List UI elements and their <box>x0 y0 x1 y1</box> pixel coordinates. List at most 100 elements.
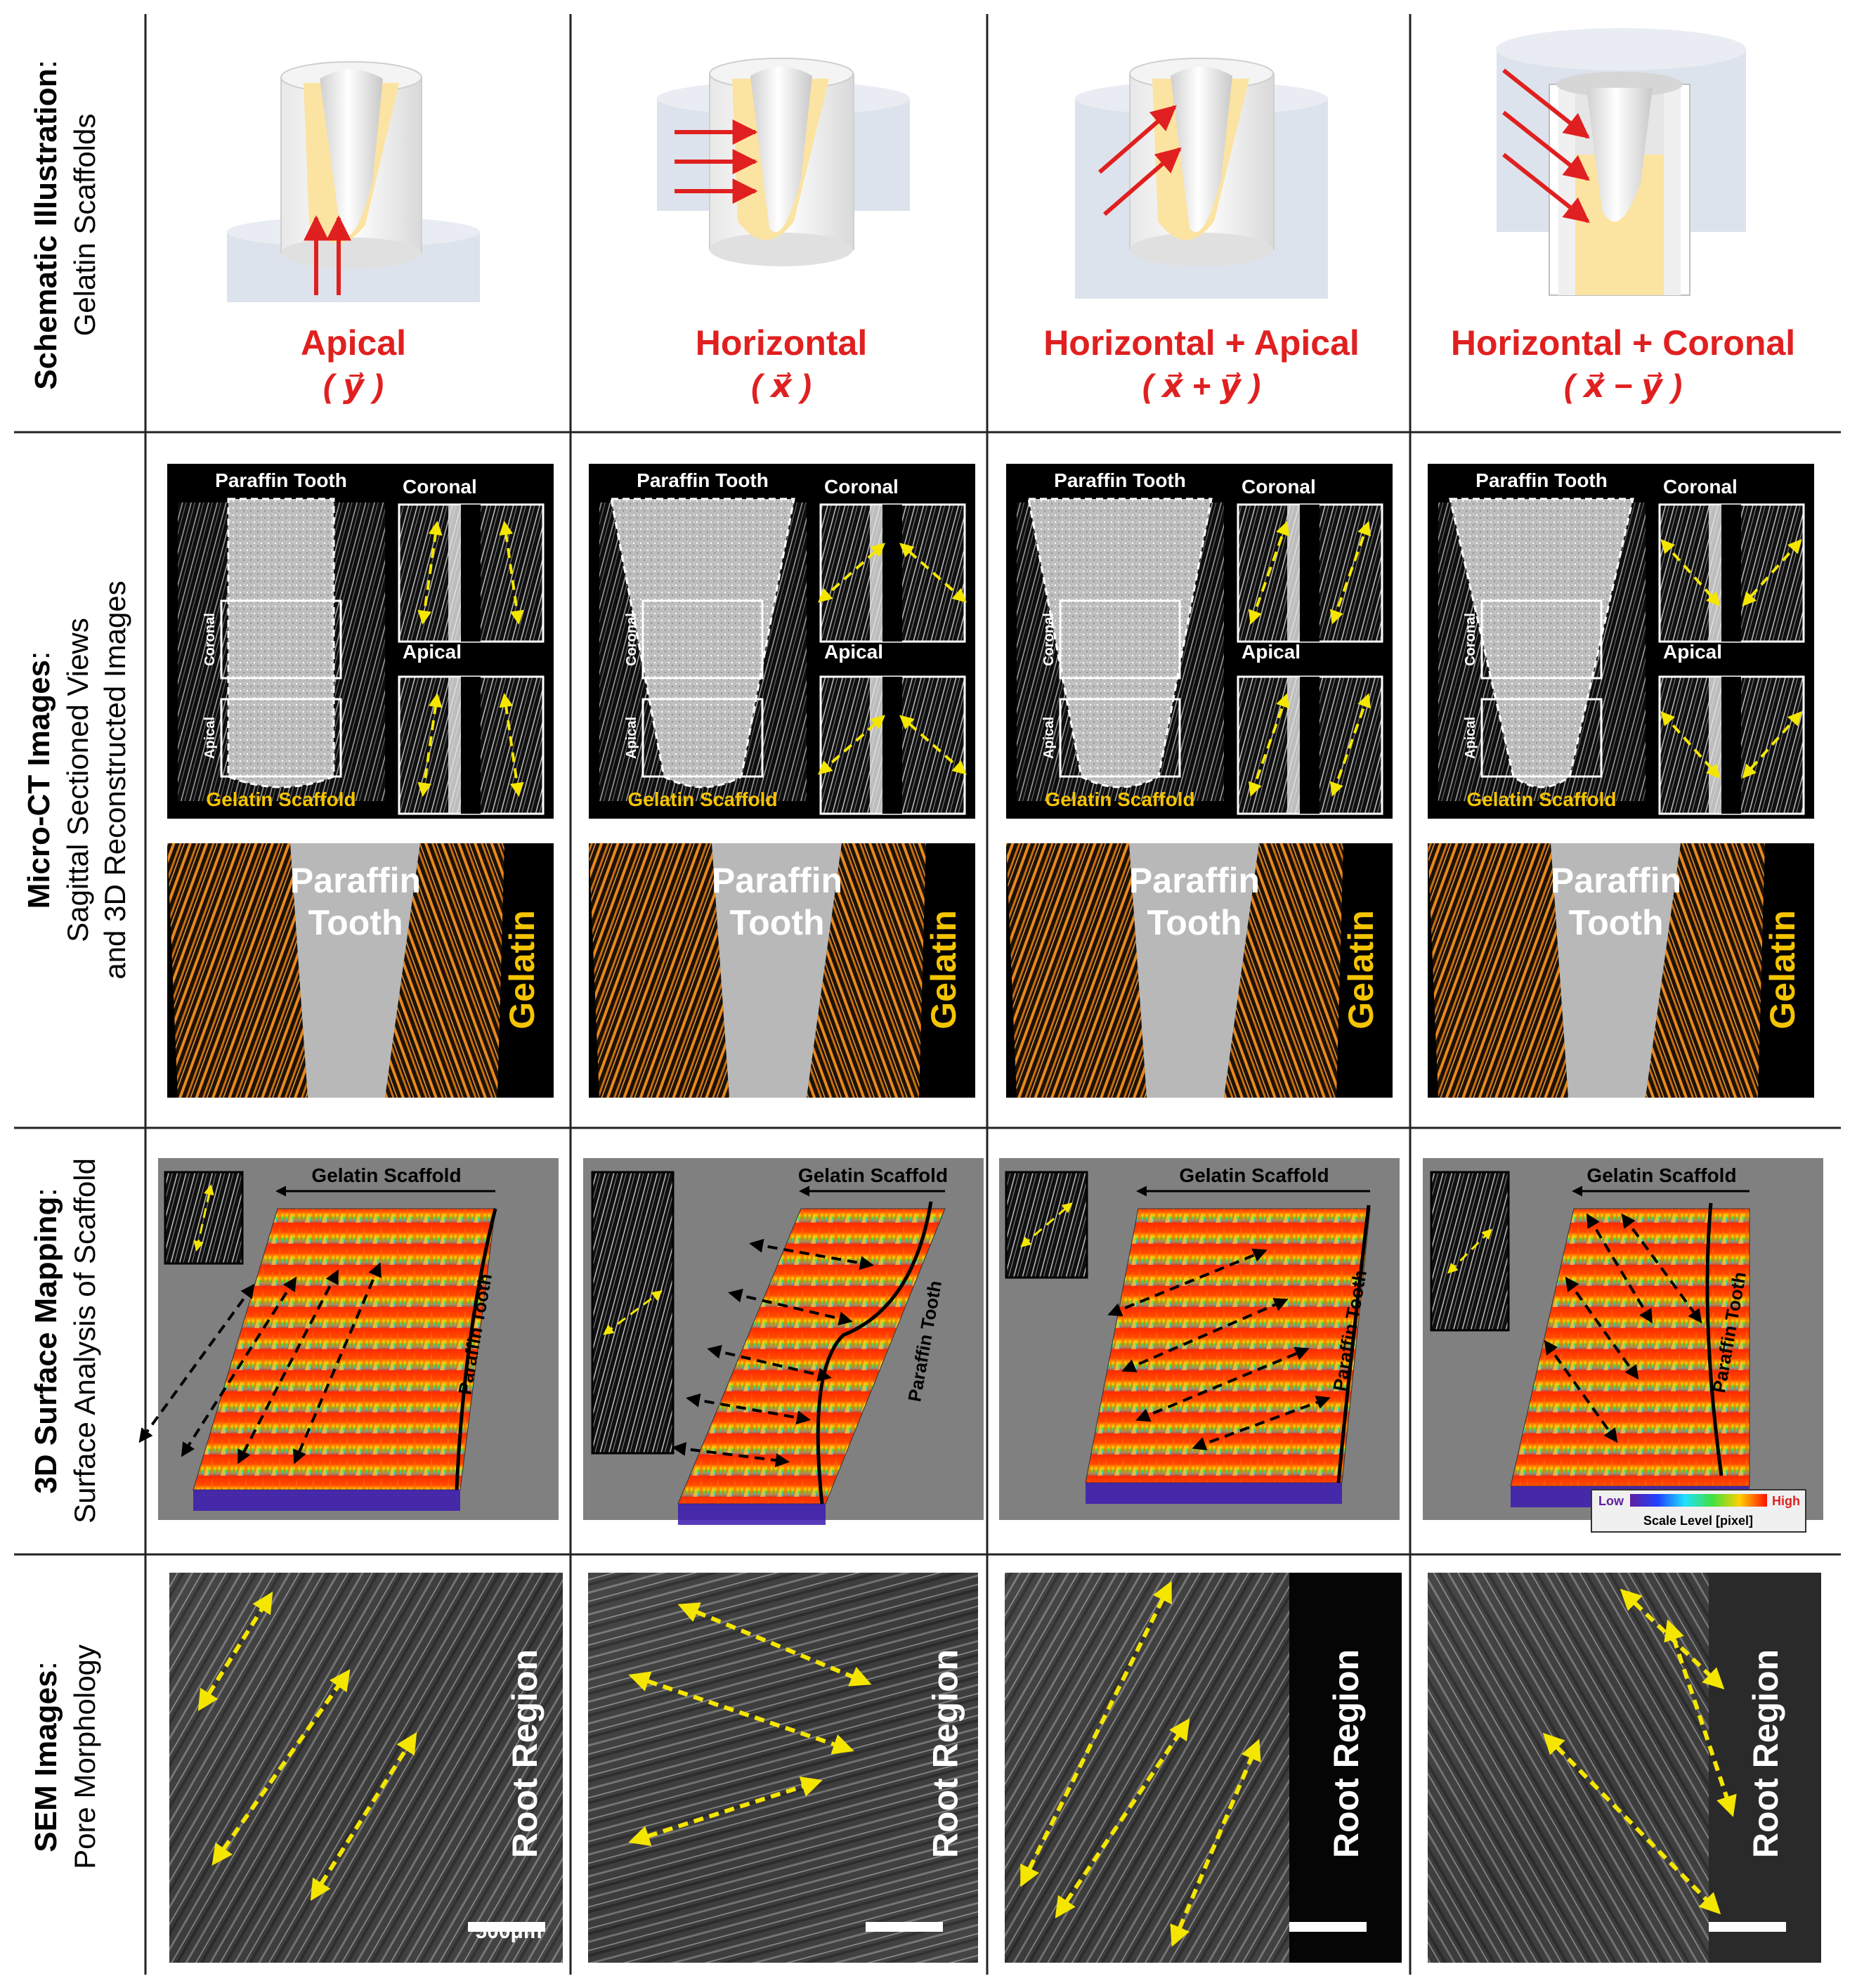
tooth-label: Tooth <box>729 903 824 942</box>
column-vector-horizontal: ( x⃗ ) <box>751 368 812 404</box>
apical-inset-label: Apical <box>1242 641 1301 663</box>
double-arrow <box>1664 1619 1737 1817</box>
scale-bar <box>866 1922 943 1932</box>
apical-inset-label: Apical <box>1663 641 1722 663</box>
legend-caption: Scale Level [pixel] <box>1643 1514 1753 1528</box>
paraffin-label: Paraffin <box>712 861 842 900</box>
gelatin-scaffold-label: Gelatin Scaffold <box>1179 1164 1329 1186</box>
roi-coronal-box <box>1480 599 1603 680</box>
double-arrow <box>1447 1228 1493 1274</box>
inset-tooth-edge <box>1287 505 1300 642</box>
scale-bar <box>468 1922 545 1932</box>
row-title: Schematic Illustration <box>29 69 63 390</box>
gelatin-scaffold-label: Gelatin Scaffold <box>1045 788 1194 810</box>
gelatin-scaffold-label: Gelatin Scaffold <box>798 1164 948 1186</box>
double-arrow <box>293 1262 382 1464</box>
gelatin-right-strands <box>807 843 926 1098</box>
row-subtitle: Sagittal Sectioned Views <box>61 618 94 942</box>
root-region-label: Root Region <box>1746 1649 1785 1858</box>
double-arrow <box>818 543 885 603</box>
column-vector-apical: ( y⃗ ) <box>323 368 384 404</box>
roi-coronal-box <box>641 599 764 680</box>
surface-inset <box>1430 1171 1510 1332</box>
gelatin-label: Gelatin <box>924 910 963 1029</box>
root-region-label: Root Region <box>926 1649 965 1858</box>
roi-coronal-label: Coronal <box>1463 613 1478 666</box>
heatmap-base <box>678 1504 826 1525</box>
double-arrow <box>672 1442 790 1467</box>
gelatin-scaffold-label: Gelatin Scaffold <box>311 1164 461 1186</box>
double-arrow <box>211 1669 351 1866</box>
scale-bar-label: 500μm <box>475 1920 542 1943</box>
scale-bar <box>1289 1922 1367 1932</box>
inset-tooth-edge <box>1287 677 1300 814</box>
double-arrow <box>1621 1213 1702 1324</box>
gelatin-right-strands <box>385 843 504 1098</box>
inset-divider <box>1300 505 1320 642</box>
row-title: Micro-CT Images <box>22 660 56 909</box>
inset-tooth-edge <box>1709 505 1721 642</box>
inset-divider <box>1721 677 1741 814</box>
row-label-schematic: Schematic Illustration: Gelatin Scaffold… <box>29 60 101 389</box>
double-arrow <box>1107 1248 1268 1317</box>
tooth-boundary-curve <box>1336 1204 1371 1483</box>
double-arrow <box>1660 539 1721 606</box>
double-arrow <box>628 1671 854 1755</box>
double-arrow <box>1565 1276 1639 1380</box>
tooth-boundary-curve <box>1705 1202 1724 1476</box>
double-arrow <box>1542 1732 1721 1915</box>
double-arrow <box>1170 1739 1261 1947</box>
roi-apical-label: Apical <box>624 717 639 759</box>
tooth-boundary-curve <box>816 1201 933 1505</box>
double-arrow <box>1544 1339 1618 1443</box>
scale-bar <box>1709 1922 1786 1932</box>
gelatin-scaffold-label: Gelatin Scaffold <box>1466 788 1616 810</box>
gelatin-label: Gelatin <box>1341 910 1381 1029</box>
roi-coronal-box <box>220 599 342 680</box>
double-arrow <box>1742 539 1802 606</box>
gelatin-right-strands <box>1224 843 1343 1098</box>
paraffin-tooth-3d <box>1551 843 1681 1098</box>
coronal-inset-label: Coronal <box>824 476 899 498</box>
row-label-surface: 3D Surface Mapping: Surface Analysis of … <box>29 1158 101 1524</box>
paraffin-tooth-label: Paraffin Tooth <box>215 469 347 491</box>
schematic-horizontal-apical <box>1075 58 1328 299</box>
svg-text:3D Surface Mapping:: 3D Surface Mapping: <box>29 1188 63 1493</box>
legend-low-label: Low <box>1598 1494 1624 1508</box>
inset-divider <box>882 677 902 814</box>
grid-lines <box>14 14 1841 1975</box>
sem-shading <box>169 1573 563 1963</box>
double-arrow <box>499 521 524 625</box>
inset-divider <box>882 505 902 642</box>
paraffin-tooth-3d <box>712 843 842 1098</box>
apical-inset-label: Apical <box>403 641 462 663</box>
double-arrow <box>417 521 443 625</box>
roi-apical-label: Apical <box>1041 717 1057 759</box>
column-vector-horizontal-apical: ( x⃗ + y⃗ ) <box>1142 368 1260 404</box>
double-arrow <box>193 1184 214 1252</box>
double-arrow <box>1192 1396 1331 1450</box>
schematic-apical <box>227 61 480 302</box>
schematic-horizontal <box>657 58 910 266</box>
column-vector-horizontal-coronal: ( x⃗ − y⃗ ) <box>1564 368 1682 404</box>
double-arrow <box>686 1393 811 1425</box>
inset-tooth-edge <box>870 677 882 814</box>
gelatin-label: Gelatin <box>502 910 542 1029</box>
row-title: SEM Images <box>29 1670 63 1852</box>
paraffin-tooth-label: Paraffin Tooth <box>1054 469 1186 491</box>
row-label-sem: SEM Images: Pore Morphology <box>29 1644 101 1869</box>
sem-column-2: Root Region <box>588 1573 978 1963</box>
legend-gradient <box>1630 1494 1767 1507</box>
double-arrow <box>818 715 885 775</box>
double-arrow <box>899 715 967 775</box>
gelatin-right-strands <box>1646 843 1765 1098</box>
